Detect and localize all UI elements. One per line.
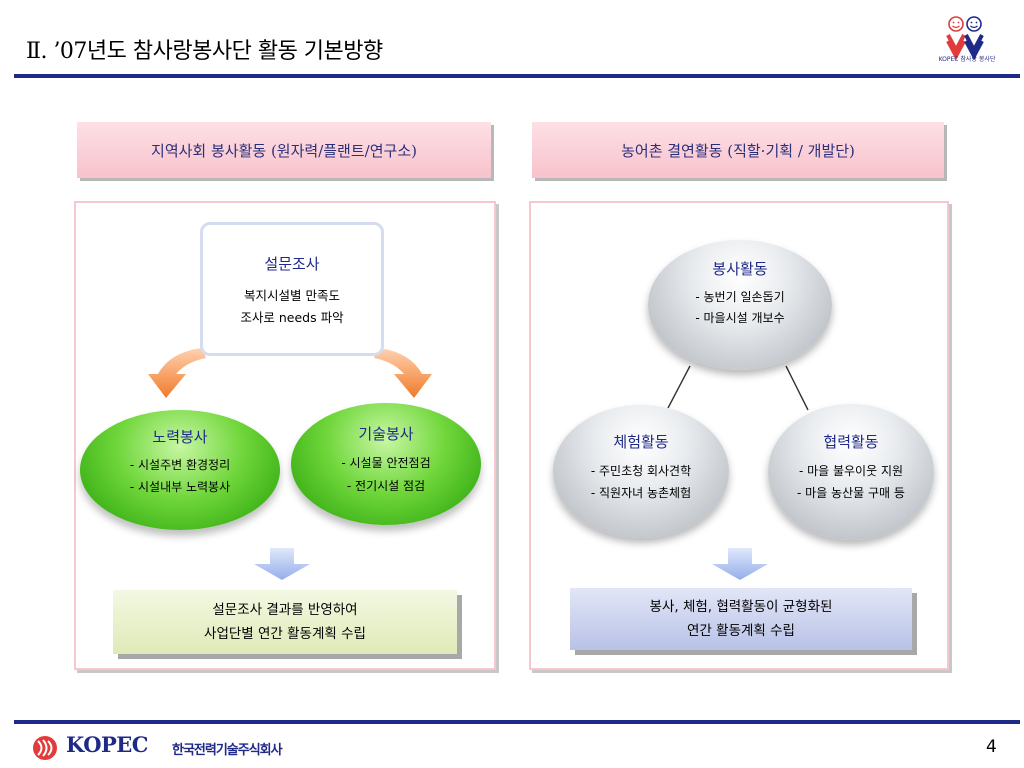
- survey-line: 복지시설별 만족도: [244, 288, 340, 303]
- cooperation-activity-circle: 협력활동 - 마을 불우이웃 지원 - 마을 농산물 구매 등: [768, 404, 934, 540]
- result-line: 설문조사 결과를 반영하여: [212, 602, 358, 618]
- experience-activity-circle: 체험활동 - 주민초청 회사견학 - 직원자녀 농촌체험: [553, 405, 729, 538]
- service-activity-item: - 마을시설 개보수: [695, 311, 785, 325]
- cooperation-activity-item: - 마을 불우이웃 지원: [798, 464, 904, 478]
- page-title: Ⅱ. ’07년도 참사랑봉사단 활동 기본방향: [26, 39, 383, 64]
- logo-caption: KOPEC 참사랑 봉사단: [938, 56, 996, 63]
- cooperation-activity-item: - 마을 농산물 구매 등: [797, 486, 905, 500]
- rural-result-box: 봉사, 체험, 협력활동이 균형화된 연간 활동계획 수립: [570, 588, 912, 650]
- labor-service-item: - 시설주변 환경정리: [129, 458, 231, 472]
- service-activity-item: - 농번기 일손돕기: [695, 290, 785, 304]
- result-line: 사업단별 연간 활동계획 수립: [204, 626, 366, 642]
- page-number: 4: [986, 737, 997, 757]
- labor-service-ellipse: 노력봉사 - 시설주변 환경정리 - 시설내부 노력봉사: [80, 410, 280, 530]
- survey-box: 설문조사 복지시설별 만족도 조사로 needs 파악: [200, 222, 384, 356]
- experience-activity-title: 체험활동: [613, 433, 669, 451]
- service-activity-circle: 봉사활동 - 농번기 일손돕기 - 마을시설 개보수: [648, 240, 832, 370]
- survey-title: 설문조사: [264, 255, 320, 273]
- labor-service-title: 노력봉사: [152, 428, 208, 446]
- result-line: 봉사, 체험, 협력활동이 균형화된: [649, 599, 833, 615]
- labor-service-item: - 시설내부 노력봉사: [129, 480, 231, 494]
- down-arrow-icon: [254, 548, 310, 580]
- tech-service-title: 기술봉사: [358, 425, 414, 443]
- cooperation-activity-title: 협력활동: [823, 433, 879, 451]
- survey-line: 조사로 needs 파악: [240, 310, 344, 325]
- result-line: 연간 활동계획 수립: [687, 623, 795, 639]
- footer-divider: [14, 720, 1020, 724]
- tech-service-ellipse: 기술봉사 - 시설물 안전점검 - 전기시설 점검: [291, 403, 481, 525]
- footer-brand: KOPEC: [66, 732, 149, 757]
- experience-activity-item: - 직원자녀 농촌체험: [590, 486, 692, 500]
- connector-lines: [667, 365, 809, 411]
- experience-activity-item: - 주민초청 회사견학: [590, 464, 692, 478]
- footer-company-name: 한국전력기술주식회사: [172, 743, 283, 758]
- curved-arrows-icon: [148, 348, 432, 398]
- community-result-box: 설문조사 결과를 반영하여 사업단별 연간 활동계획 수립: [113, 590, 457, 654]
- tech-service-item: - 시설물 안전점검: [341, 456, 431, 470]
- volunteer-logo-icon: [946, 16, 984, 61]
- service-activity-title: 봉사활동: [712, 260, 768, 278]
- header-divider: [14, 74, 1020, 78]
- kopec-logo-icon: [33, 736, 57, 760]
- down-arrow-icon: [712, 548, 768, 580]
- tech-service-item: - 전기시설 점검: [346, 479, 426, 493]
- section-header-rural: 농어촌 결연활동 (직할·기획 / 개발단): [532, 122, 944, 178]
- section-header-community: 지역사회 봉사활동 (원자력/플랜트/연구소): [77, 122, 491, 178]
